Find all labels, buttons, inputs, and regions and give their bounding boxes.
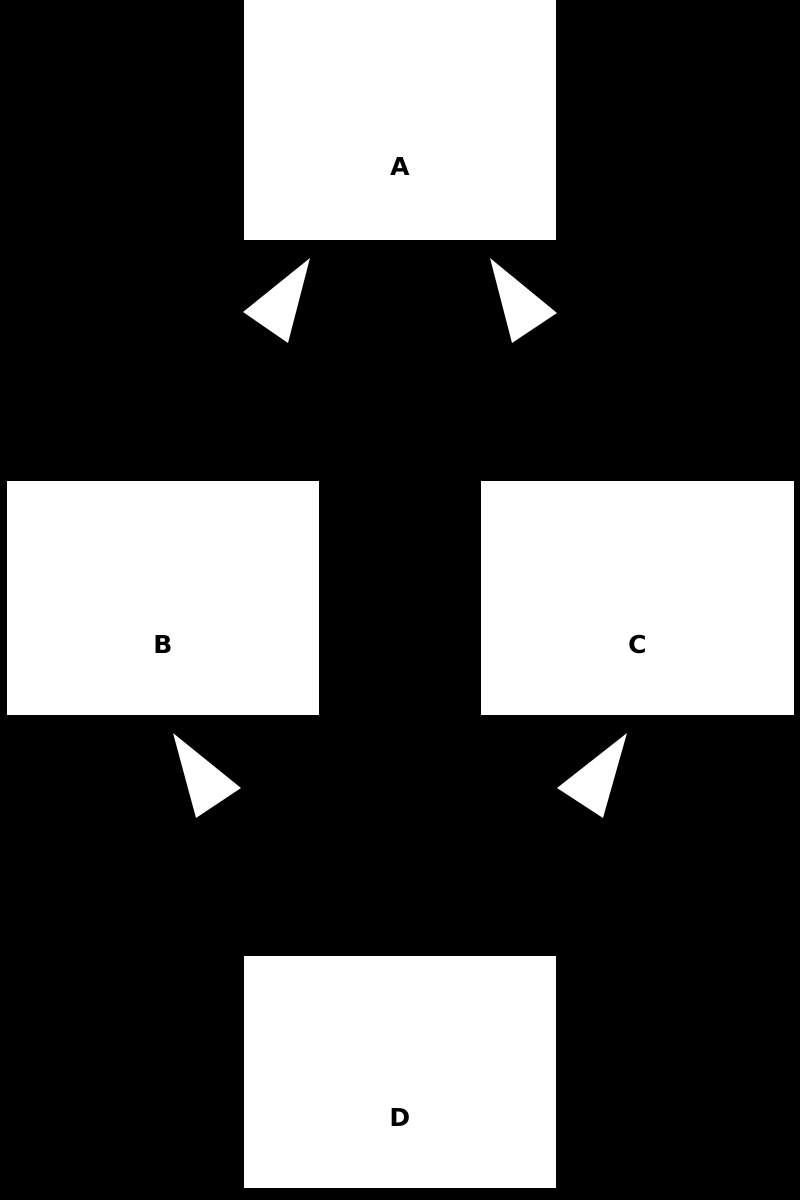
- node-c-label: C: [628, 630, 647, 659]
- node-d-label: D: [389, 1103, 411, 1132]
- node-c[interactable]: C: [481, 481, 794, 715]
- node-a[interactable]: A: [244, 0, 556, 240]
- edge-a-c-arrowhead: [490, 258, 557, 343]
- edge-c-d-arrowhead: [557, 733, 627, 818]
- node-d[interactable]: D: [244, 956, 556, 1188]
- node-a-label: A: [390, 152, 410, 181]
- edge-b-d-arrowhead: [173, 733, 241, 818]
- edge-a-b-arrowhead: [243, 258, 310, 343]
- node-b[interactable]: B: [7, 481, 319, 715]
- node-b-label: B: [153, 630, 173, 659]
